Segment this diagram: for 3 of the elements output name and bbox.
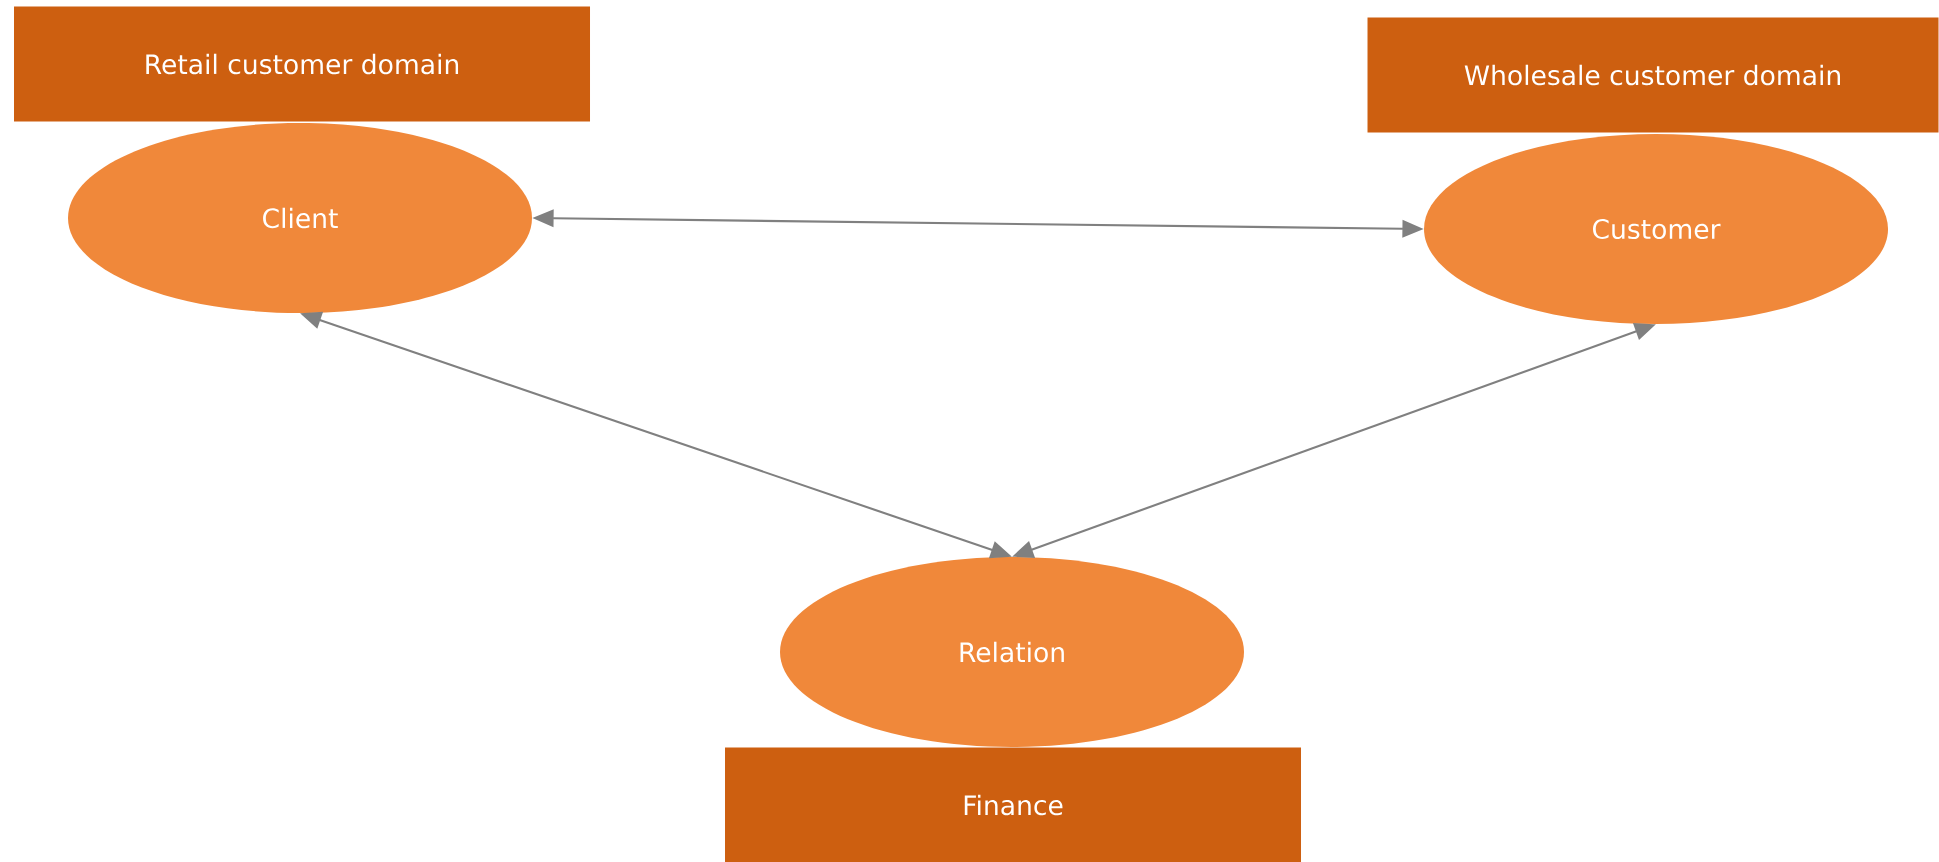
domain-box: Retail customer domain	[14, 6, 590, 122]
domain-box: Finance	[725, 747, 1301, 862]
domain-box: Wholesale customer domain	[1367, 17, 1939, 133]
